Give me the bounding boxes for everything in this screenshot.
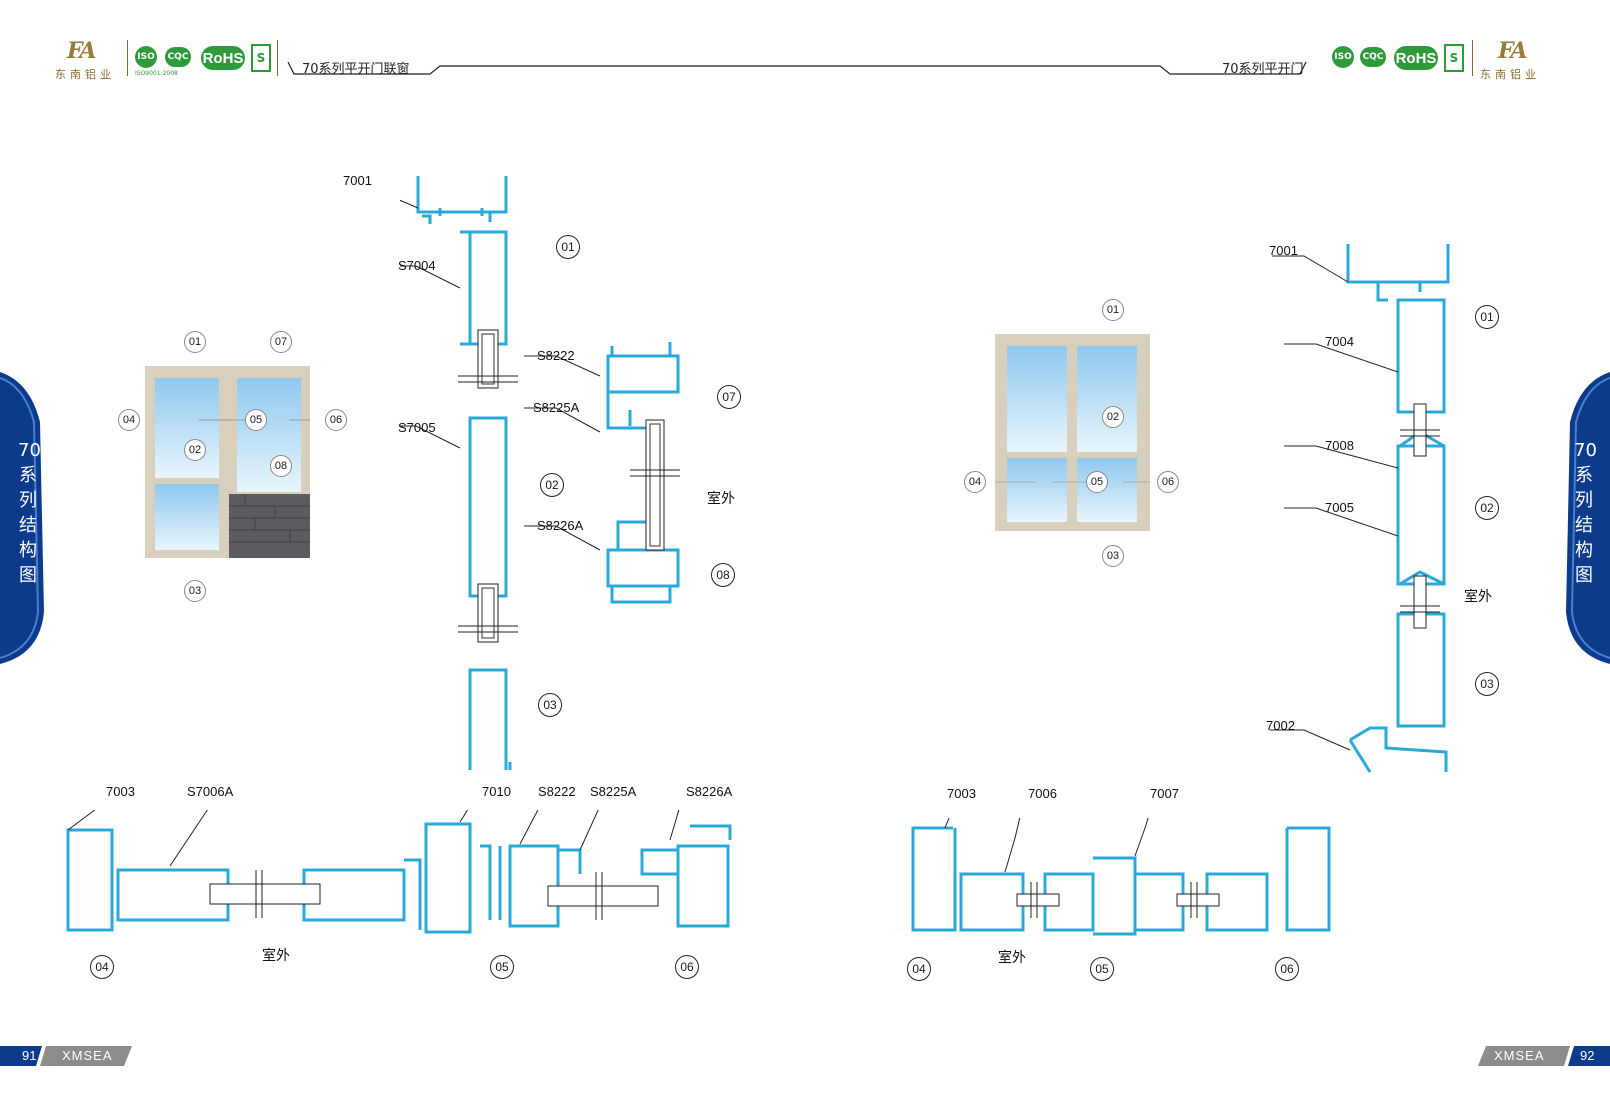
label-7007: 7007 — [1150, 786, 1179, 801]
marker-02: 02 — [184, 439, 206, 461]
label-7005: 7005 — [1325, 500, 1354, 515]
footer-brand-left: XMSEA — [62, 1048, 113, 1063]
label-s7006a: S7006A — [187, 784, 234, 799]
header-right: ISO CQC RoHS S FA 东南铝业 — [1330, 38, 1570, 83]
label-7001: 7001 — [1269, 243, 1298, 258]
marker-01: 01 — [556, 235, 580, 259]
footer-left-band — [0, 1046, 132, 1066]
marker-05: 05 — [490, 955, 514, 979]
rohs-badge: RoHS — [201, 46, 245, 70]
vertical-section-left — [400, 176, 680, 770]
brand-name: 东南铝业 — [55, 68, 115, 81]
marker-08: 08 — [270, 455, 292, 477]
label-s8222: S8222 — [538, 784, 576, 799]
outside-label: 室外 — [1464, 589, 1492, 605]
header-left: FA 东南铝业 ISO ISO9001:2008 CQC RoHS S — [55, 38, 435, 83]
marker-03: 03 — [1102, 545, 1124, 567]
label-7003: 7003 — [947, 786, 976, 801]
outside-label: 室外 — [707, 491, 735, 507]
divider — [1472, 40, 1473, 76]
label-s8225a: S8225A — [590, 784, 637, 799]
marker-04: 04 — [90, 955, 114, 979]
label-s7004: S7004 — [398, 258, 436, 273]
side-tab-left — [0, 372, 44, 664]
brand-logo-icon: FA — [1498, 38, 1527, 64]
marker-06: 06 — [675, 955, 699, 979]
marker-04: 04 — [118, 409, 140, 431]
footer-brand-right: XMSEA — [1494, 1048, 1545, 1063]
label-7006: 7006 — [1028, 786, 1057, 801]
marker-05: 05 — [245, 409, 267, 431]
marker-06: 06 — [1275, 957, 1299, 981]
label-7002: 7002 — [1266, 718, 1295, 733]
marker-04: 04 — [964, 471, 986, 493]
marker-02: 02 — [1475, 496, 1499, 520]
marker-05: 05 — [1086, 471, 1108, 493]
horizontal-section-left — [66, 810, 732, 934]
cqc-badge-icon: CQC — [165, 47, 191, 67]
horizontal-section-right — [911, 818, 1331, 936]
label-s8226a: S8226A — [537, 518, 584, 533]
brand-name: 东南铝业 — [1480, 68, 1540, 81]
page-title-right: 70系列平开门 — [1222, 62, 1304, 77]
marker-08: 08 — [711, 563, 735, 587]
page-number-right: 92 — [1580, 1048, 1595, 1063]
marker-07: 07 — [717, 385, 741, 409]
marker-05: 05 — [1090, 957, 1114, 981]
vertical-section-right — [1270, 244, 1450, 773]
divider — [277, 40, 278, 76]
iso-badge-icon: ISO — [1332, 46, 1354, 68]
cqc-badge-icon: CQC — [1360, 47, 1386, 67]
iso-badge-icon: ISO — [135, 46, 157, 68]
marker-06: 06 — [325, 409, 347, 431]
door-photo — [995, 334, 1150, 531]
marker-06: 06 — [1157, 471, 1179, 493]
page-number-left: 91 — [22, 1048, 37, 1063]
label-7003: 7003 — [106, 784, 135, 799]
footer-right-band — [1478, 1046, 1610, 1066]
marker-01: 01 — [1102, 299, 1124, 321]
brand-logo-icon: FA — [67, 38, 96, 64]
side-tab-left-text: 70系列结构图 — [18, 440, 41, 586]
marker-02: 02 — [1102, 406, 1124, 428]
label-s8222: S8222 — [537, 348, 575, 363]
outside-label: 室外 — [998, 950, 1026, 966]
side-tab-right-text: 70系列结构图 — [1574, 440, 1597, 586]
marker-04: 04 — [907, 957, 931, 981]
marker-01: 01 — [184, 331, 206, 353]
iso-text: ISO9001:2008 — [135, 70, 178, 77]
marker-03: 03 — [184, 580, 206, 602]
rohs-badge: RoHS — [1394, 46, 1438, 70]
label-s8226a: S8226A — [686, 784, 733, 799]
header-rule — [287, 61, 1307, 75]
label-s8225a: S8225A — [533, 400, 580, 415]
marker-02: 02 — [540, 473, 564, 497]
door-window-photo — [145, 366, 310, 558]
label-7008: 7008 — [1325, 438, 1354, 453]
label-7004: 7004 — [1325, 334, 1354, 349]
marker-03: 03 — [538, 693, 562, 717]
page-title-left: 70系列平开门联窗 — [302, 62, 410, 77]
outside-label: 室外 — [262, 948, 290, 964]
divider — [127, 40, 128, 76]
label-7001: 7001 — [343, 173, 372, 188]
marker-07: 07 — [270, 331, 292, 353]
marker-01: 01 — [1475, 305, 1499, 329]
label-7010: 7010 — [482, 784, 511, 799]
qs-mark-icon: S — [1444, 44, 1464, 72]
label-s7005: S7005 — [398, 420, 436, 435]
qs-mark-icon: S — [251, 44, 271, 72]
side-tab-right — [1566, 372, 1610, 664]
marker-03: 03 — [1475, 672, 1499, 696]
